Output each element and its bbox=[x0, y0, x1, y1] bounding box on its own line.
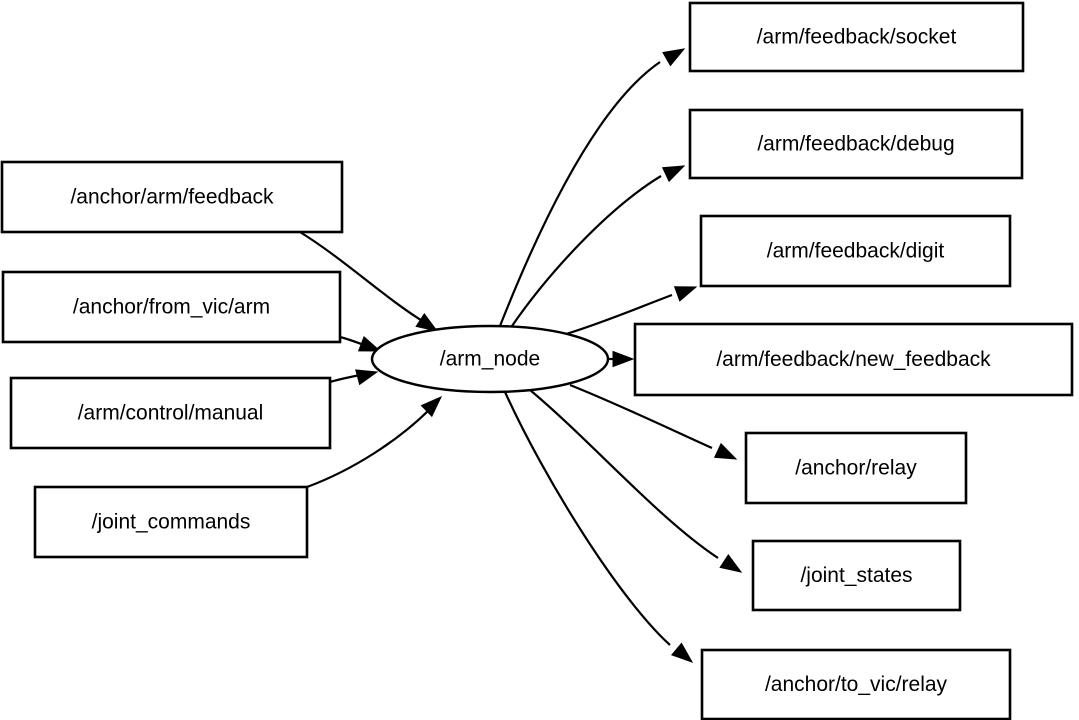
node-arm_node-label: /arm_node bbox=[440, 348, 540, 371]
edge-arm-node-to-arm-feedback-debug bbox=[511, 165, 686, 327]
node-arm_control_manual[interactable]: /arm/control/manual bbox=[9, 376, 332, 450]
node-arm_node[interactable]: /arm_node bbox=[370, 324, 610, 394]
edge-anchor-from-vic-arm-to-arm-node-line bbox=[339, 335, 365, 347]
edge-arm-node-to-arm-feedback-new-feedback bbox=[608, 350, 635, 368]
node-anchor_arm_feedback-label: /anchor/arm/feedback bbox=[70, 186, 274, 209]
node-arm_feedback_debug-label: /arm/feedback/debug bbox=[757, 133, 954, 156]
edge-arm-node-to-anchor-to-vic-relay-line bbox=[503, 391, 671, 646]
edge-arm-control-manual-to-arm-node-line bbox=[329, 373, 361, 384]
edge-anchor-arm-feedback-to-arm-node-line bbox=[299, 231, 425, 323]
edge-arm-node-to-anchor-relay-line bbox=[569, 383, 713, 450]
node-arm_feedback_socket-label: /arm/feedback/socket bbox=[757, 26, 957, 49]
edges-layer bbox=[299, 48, 743, 663]
edge-arm-node-to-joint-states bbox=[529, 389, 743, 573]
node-arm_feedback_socket[interactable]: /arm/feedback/socket bbox=[688, 1, 1025, 73]
node-arm_feedback_digit-rect[interactable] bbox=[699, 214, 1012, 288]
edge-arm-node-to-arm-feedback-debug-arrowhead-icon bbox=[661, 165, 686, 183]
edge-arm-node-to-arm-feedback-debug-line bbox=[511, 175, 662, 327]
edge-joint-commands-to-arm-node-line bbox=[306, 408, 431, 489]
edge-arm-node-to-arm-feedback-digit bbox=[565, 286, 698, 336]
edge-arm-node-to-arm-feedback-digit-line bbox=[565, 293, 673, 336]
node-joint_states[interactable]: /joint_states bbox=[751, 539, 962, 612]
edge-arm-node-to-arm-feedback-socket bbox=[498, 48, 686, 327]
edge-anchor-from-vic-arm-to-arm-node-arrowhead-icon bbox=[357, 335, 382, 352]
node-anchor_relay[interactable]: /anchor/relay bbox=[744, 431, 968, 505]
node-joint_states-label: /joint_states bbox=[800, 564, 912, 587]
edge-anchor-arm-feedback-to-arm-node-arrowhead-icon bbox=[415, 312, 439, 332]
edge-arm-node-to-arm-feedback-new-feedback-arrowhead-icon bbox=[612, 350, 635, 368]
node-arm_node-ellipse[interactable] bbox=[370, 324, 610, 394]
node-arm_feedback_new_feedback-label: /arm/feedback/new_feedback bbox=[716, 348, 991, 371]
edge-arm-node-to-anchor-to-vic-relay bbox=[503, 391, 694, 663]
edge-arm-node-to-anchor-to-vic-relay-arrowhead-icon bbox=[671, 642, 694, 663]
edge-arm-node-to-arm-feedback-socket-arrowhead-icon bbox=[662, 48, 686, 67]
edge-arm-node-to-anchor-relay-arrowhead-icon bbox=[713, 442, 738, 460]
node-arm_feedback_debug-rect[interactable] bbox=[688, 108, 1024, 180]
node-joint_states-rect[interactable] bbox=[751, 539, 962, 612]
edge-arm-node-to-joint-states-line bbox=[529, 389, 719, 559]
node-joint_commands-rect[interactable] bbox=[33, 485, 309, 559]
node-arm_control_manual-rect[interactable] bbox=[9, 376, 332, 450]
edge-arm-node-to-arm-feedback-socket-line bbox=[498, 61, 661, 327]
node-anchor_from_vic_arm-rect[interactable] bbox=[1, 270, 342, 344]
node-anchor_relay-rect[interactable] bbox=[744, 431, 968, 505]
node-arm_control_manual-label: /arm/control/manual bbox=[78, 402, 264, 425]
node-joint_commands-label: /joint_commands bbox=[92, 511, 251, 534]
edge-arm-node-to-anchor-relay bbox=[569, 383, 738, 460]
node-anchor_to_vic_relay-label: /anchor/to_vic/relay bbox=[765, 673, 948, 696]
node-arm_feedback_new_feedback[interactable]: /arm/feedback/new_feedback bbox=[633, 322, 1074, 397]
edge-arm-node-to-arm-feedback-digit-arrowhead-icon bbox=[673, 286, 698, 302]
node-arm_feedback_digit-label: /arm/feedback/digit bbox=[767, 240, 945, 263]
edge-joint-commands-to-arm-node bbox=[306, 396, 443, 489]
node-anchor_to_vic_relay-rect[interactable] bbox=[700, 648, 1012, 720]
edge-joint-commands-to-arm-node-arrowhead-icon bbox=[420, 396, 443, 418]
node-arm_feedback_socket-rect[interactable] bbox=[688, 1, 1025, 73]
node-anchor_arm_feedback[interactable]: /anchor/arm/feedback bbox=[0, 160, 344, 234]
node-arm_feedback_digit[interactable]: /arm/feedback/digit bbox=[699, 214, 1012, 288]
edge-anchor-arm-feedback-to-arm-node bbox=[299, 231, 439, 332]
edge-anchor-from-vic-arm-to-arm-node bbox=[339, 335, 382, 352]
node-anchor_arm_feedback-rect[interactable] bbox=[0, 160, 344, 234]
node-anchor_to_vic_relay[interactable]: /anchor/to_vic/relay bbox=[700, 648, 1012, 720]
node-joint_commands[interactable]: /joint_commands bbox=[33, 485, 309, 559]
edge-arm-control-manual-to-arm-node bbox=[329, 369, 379, 386]
node-arm_feedback_debug[interactable]: /arm/feedback/debug bbox=[688, 108, 1024, 180]
edge-arm-control-manual-to-arm-node-arrowhead-icon bbox=[355, 369, 379, 386]
node-anchor_relay-label: /anchor/relay bbox=[795, 457, 917, 480]
node-anchor_from_vic_arm-label: /anchor/from_vic/arm bbox=[73, 296, 270, 319]
node-anchor_from_vic_arm[interactable]: /anchor/from_vic/arm bbox=[1, 270, 342, 344]
node-arm_feedback_new_feedback-rect[interactable] bbox=[633, 322, 1074, 397]
edge-arm-node-to-joint-states-arrowhead-icon bbox=[719, 553, 743, 573]
